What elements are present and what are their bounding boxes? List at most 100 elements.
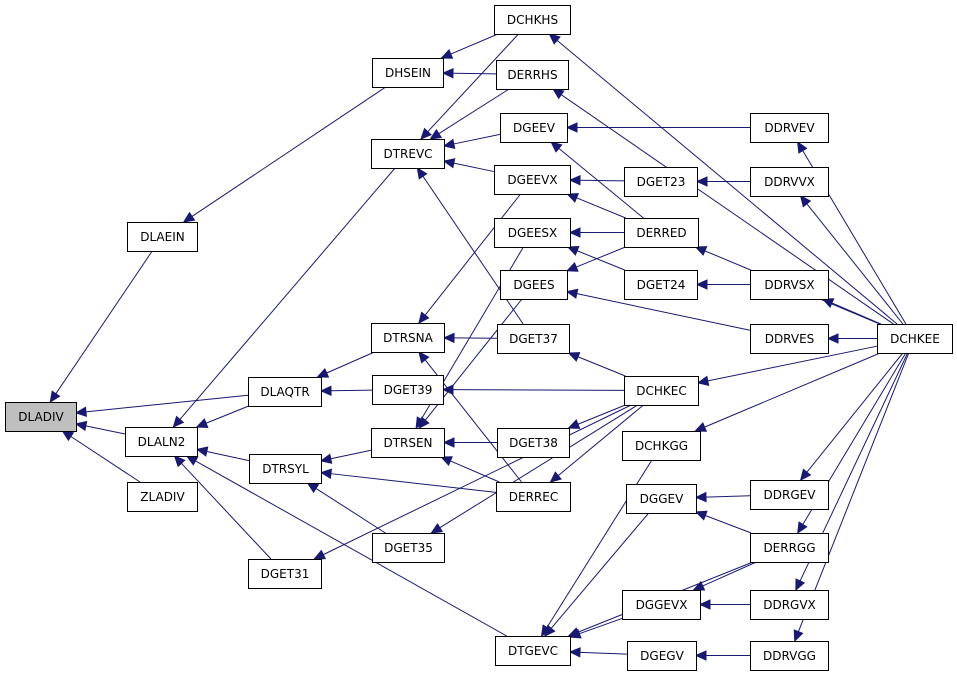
node-box (624, 270, 698, 300)
edge-dtrsen-to-dtrsyl (330, 449, 372, 460)
node-dgeevx[interactable]: DGEEVX (494, 165, 571, 195)
node-dtrsen[interactable]: DTRSEN (371, 428, 445, 458)
arrowhead-icon (418, 416, 430, 429)
edge-derrgg-to-dggevx (702, 561, 757, 587)
arrowhead-icon (195, 446, 209, 457)
node-dlaqtr[interactable]: DLAQTR (248, 377, 322, 407)
node-dget23[interactable]: DGET23 (624, 167, 698, 197)
arrowhead-icon (429, 128, 443, 140)
arrowhead-icon (821, 298, 835, 308)
node-box (750, 324, 829, 354)
node-zladiv[interactable]: ZLADIV (127, 482, 198, 512)
node-derrec[interactable]: DERREC (496, 482, 571, 512)
node-label: DGET31 (261, 567, 310, 581)
arrowhead-icon (568, 174, 581, 186)
edge-dchkec-to-dget39 (452, 389, 625, 391)
node-dchkhs[interactable]: DCHKHS (494, 5, 571, 35)
node-box (496, 482, 571, 512)
node-label: DTRSYL (262, 462, 309, 476)
arrowhead-icon (567, 419, 581, 429)
node-box (624, 218, 699, 248)
node-dlaln2[interactable]: DLALN2 (125, 427, 198, 457)
edge-dget23-to-dgeevx (579, 179, 625, 182)
arrowhead-icon (441, 67, 454, 79)
node-label: DTGEVC (508, 644, 558, 658)
node-label: DLADIV (18, 410, 64, 424)
node-label: DGET39 (384, 383, 433, 397)
node-dchkec[interactable]: DCHKEC (624, 376, 699, 406)
node-dgegv[interactable]: DGEGV (627, 641, 697, 671)
edge-dgeevx-to-dtrsna (424, 193, 521, 316)
node-label: DGEEVX (507, 173, 557, 187)
node-box (750, 480, 829, 510)
node-dtrevc[interactable]: DTREVC (371, 139, 445, 169)
arrowhead-icon (185, 455, 199, 466)
node-box (500, 113, 568, 143)
node-dtgevc[interactable]: DTGEVC (495, 636, 571, 666)
node-label: DGET37 (509, 332, 558, 346)
node-dget39[interactable]: DGET39 (372, 375, 444, 405)
arrowhead-icon (799, 195, 812, 208)
arrowhead-icon (441, 384, 454, 395)
node-dgees[interactable]: DGEES (500, 270, 568, 300)
node-dget24[interactable]: DGET24 (624, 270, 698, 300)
arrowhead-icon (74, 406, 87, 418)
node-box (750, 113, 829, 143)
node-ddrvvx[interactable]: DDRVVX (750, 167, 829, 197)
node-ddrvev[interactable]: DDRVEV (750, 113, 829, 143)
edge-dtrevc-to-dlaln2 (179, 167, 396, 420)
node-dggev[interactable]: DGGEV (626, 484, 697, 514)
node-derrhs[interactable]: DERRHS (496, 60, 569, 90)
node-dlaein[interactable]: DLAEIN (127, 222, 198, 252)
node-ddrvsx[interactable]: DDRVSX (750, 270, 829, 300)
node-dget37[interactable]: DGET37 (497, 324, 570, 354)
node-box (494, 5, 571, 35)
node-label: DHSEIN (385, 66, 431, 80)
arrowhead-icon (793, 629, 804, 643)
node-dladiv[interactable]: DLADIV (5, 402, 77, 432)
edge-derrec-to-dtrsen (450, 460, 500, 483)
node-dtrsyl[interactable]: DTRSYL (249, 454, 322, 484)
edge-dggevx-to-dtgevc (579, 617, 623, 635)
edge-dget39-to-dlaqtr (330, 389, 373, 392)
node-dget31[interactable]: DGET31 (248, 559, 322, 589)
edge-dchkee-to-dchkec (707, 345, 878, 382)
node-dgeev[interactable]: DGEEV (500, 113, 568, 143)
node-dggevx[interactable]: DGGEVX (622, 590, 701, 620)
arrowhead-icon (694, 510, 708, 521)
node-box (248, 559, 322, 589)
node-box (496, 60, 569, 90)
node-dchkee[interactable]: DCHKEE (877, 324, 953, 354)
edge-dgeev-to-dtrevc (453, 133, 501, 145)
node-dchkgg[interactable]: DCHKGG (622, 431, 701, 461)
node-box (622, 431, 701, 461)
node-ddrgvx[interactable]: DDRGVX (750, 590, 829, 620)
edge-dchkec-to-dget35 (439, 404, 638, 529)
arrowhead-icon (442, 332, 455, 344)
node-dget35[interactable]: DGET35 (372, 533, 445, 563)
node-ddrgev[interactable]: DDRGEV (750, 480, 829, 510)
node-box (494, 165, 571, 195)
node-label: DGET24 (637, 278, 686, 292)
node-ddrvgg[interactable]: DDRVGG (750, 641, 829, 671)
edge-dchkec-to-dget38 (577, 404, 626, 425)
node-derrgg[interactable]: DERRGG (750, 533, 829, 563)
node-label: DGGEV (640, 492, 684, 506)
node-label: DTRSNA (383, 331, 434, 345)
arrowhead-icon (418, 311, 430, 324)
arrowhead-icon (694, 422, 708, 432)
node-dhsein[interactable]: DHSEIN (372, 58, 444, 88)
node-box (125, 427, 198, 457)
arrowhead-icon (442, 158, 456, 169)
node-dgeesx[interactable]: DGEESX (494, 218, 571, 248)
node-label: DERRGG (763, 541, 815, 555)
node-box (622, 590, 701, 620)
node-box (249, 454, 322, 484)
node-derred[interactable]: DERRED (624, 218, 699, 248)
node-ddrves[interactable]: DDRVES (750, 324, 829, 354)
node-box (750, 270, 829, 300)
node-dtrsna[interactable]: DTRSNA (371, 323, 445, 353)
node-dget38[interactable]: DGET38 (497, 428, 570, 458)
edge-dchkec-to-dget37 (577, 356, 626, 377)
